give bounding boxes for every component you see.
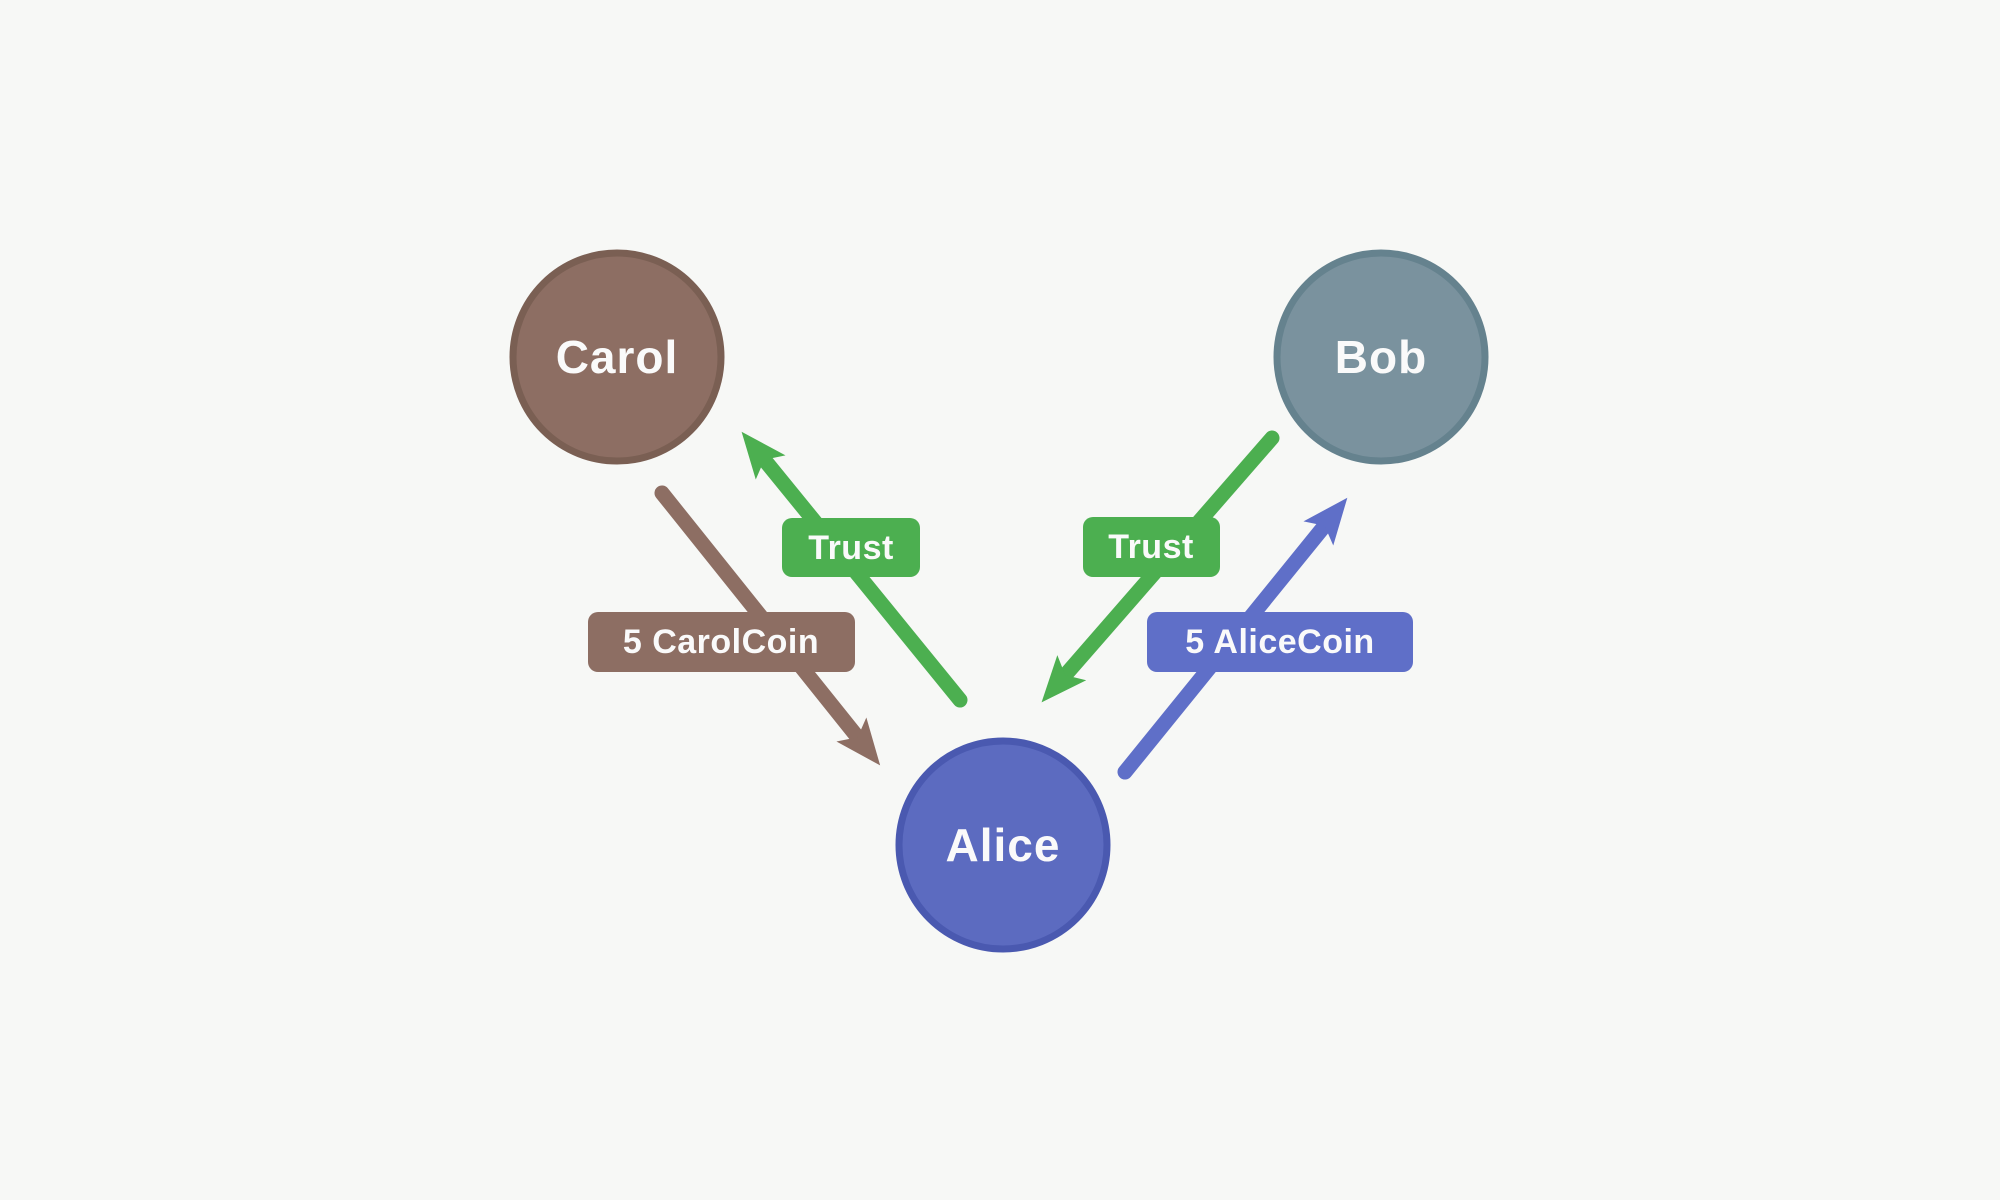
- node-bob: Bob: [1273, 249, 1489, 465]
- carol-circle: [509, 249, 725, 465]
- node-carol: Carol: [509, 249, 725, 465]
- node-alice: Alice: [895, 737, 1111, 953]
- trust-arrow-alice-to-carol: [741, 431, 968, 708]
- edge-label-alicecoin: 5 AliceCoin: [1147, 612, 1413, 672]
- edge-label-carolcoin: 5 CarolCoin: [588, 612, 855, 672]
- bob-circle: [1273, 249, 1489, 465]
- alicecoin-badge-text: 5 AliceCoin: [1185, 623, 1374, 661]
- alice-label: Alice: [946, 819, 1061, 871]
- carol-label: Carol: [556, 331, 679, 383]
- edge-label-trust-right: Trust: [1083, 517, 1220, 577]
- carolcoin-badge-text: 5 CarolCoin: [623, 623, 819, 661]
- alice-circle: [895, 737, 1111, 953]
- trust-left-badge: [782, 518, 920, 577]
- carolcoin-badge: [588, 612, 855, 672]
- trust-right-badge-text: Trust: [1108, 528, 1194, 566]
- bob-label: Bob: [1335, 331, 1427, 383]
- edge-label-trust-left: Trust: [782, 518, 920, 577]
- trust-right-badge: [1083, 517, 1220, 577]
- alicecoin-badge: [1147, 612, 1413, 672]
- trust-left-badge-text: Trust: [808, 529, 894, 567]
